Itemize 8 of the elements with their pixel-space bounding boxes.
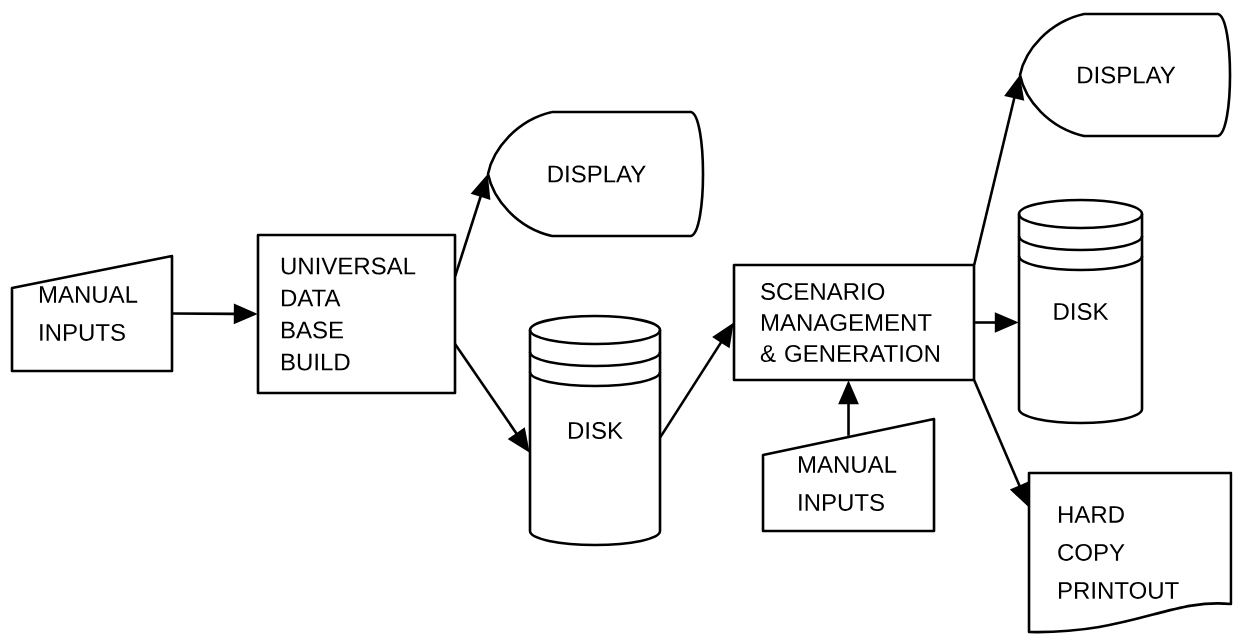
disk-cylinder: DISK bbox=[1017, 198, 1144, 425]
process-box: UNIVERSAL DATA BASE BUILD bbox=[256, 233, 457, 395]
display-shape: DISPLAY bbox=[1018, 12, 1232, 138]
node-label: DISK bbox=[1054, 303, 1109, 320]
process-box: SCENARIO MANAGEMENT & GENERATION bbox=[732, 263, 976, 382]
node-label: DISK bbox=[568, 422, 623, 439]
disk-cylinder: DISK bbox=[528, 314, 662, 547]
display-shape: DISPLAY bbox=[486, 110, 705, 238]
